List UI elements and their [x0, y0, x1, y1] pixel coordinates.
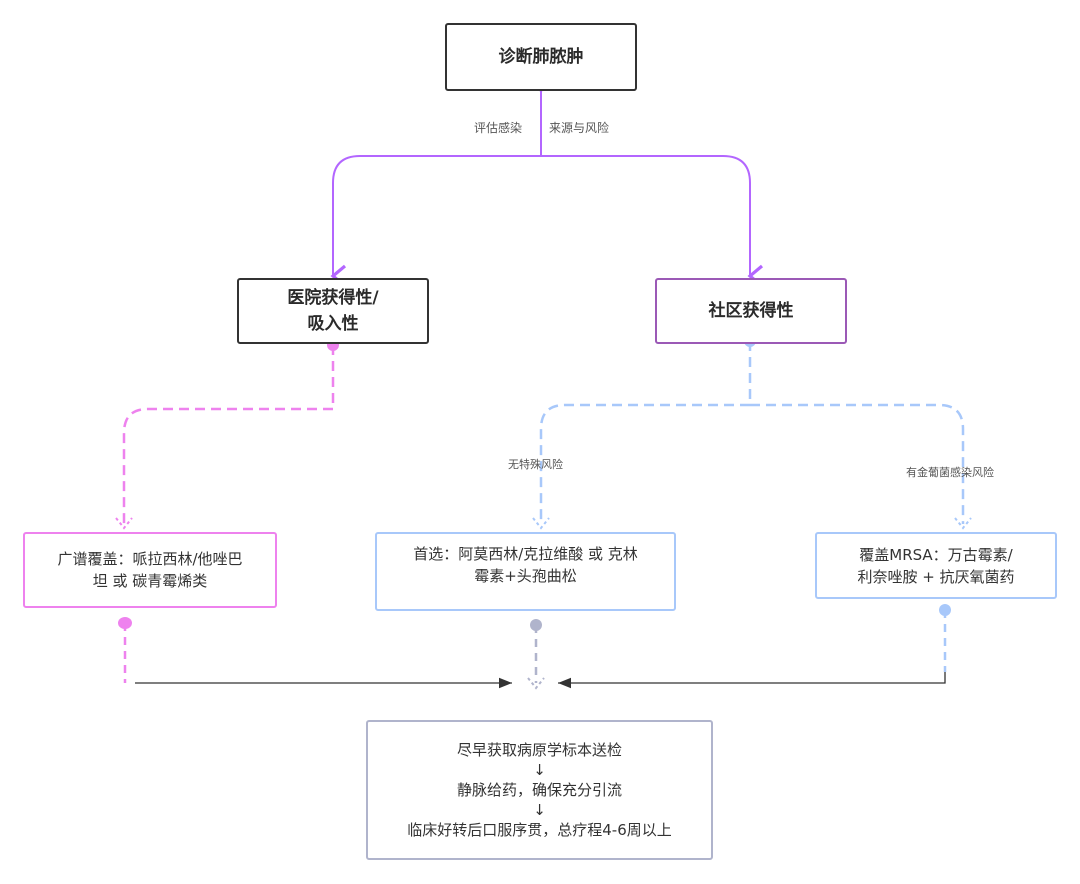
edge-label-staph-risk: 有金葡菌感染风险 — [906, 466, 994, 479]
node-label: 社区获得性 — [708, 301, 794, 321]
node-first-choice[interactable]: 首选：阿莫西林/克拉维酸 或 克林 霉素+头孢曲松 — [375, 532, 676, 611]
node-label-line: 坦 或 碳青霉烯类 — [92, 572, 208, 590]
node-label-line: 首选：阿莫西林/克拉维酸 或 克林 — [413, 544, 638, 563]
edge-label-no-special-risk: 无特殊风险 — [508, 458, 563, 471]
node-label-line: 吸入性 — [307, 314, 359, 334]
node-label-line: 利奈唑胺 + 抗厌氧菌药 — [857, 567, 1015, 586]
node-label-line: 霉素+头孢曲松 — [474, 566, 577, 585]
node-label-line: 广谱覆盖：哌拉西林/他唑巴 — [57, 550, 243, 568]
edge-hospital-to-broad — [115, 339, 339, 530]
node-hospital-acquired[interactable]: 医院获得性/ 吸入性 — [237, 278, 429, 344]
down-arrow-icon: ↓ — [533, 761, 546, 779]
edge-to-hospital — [330, 155, 541, 288]
edge-community-branches — [532, 335, 972, 530]
node-treatment-plan[interactable]: 尽早获取病原学标本送检 ↓ 静脉给药，确保充分引流 ↓ 临床好转后口服序贯，总疗… — [366, 720, 713, 860]
node-label-line: 覆盖MRSA：万古霉素/ — [859, 545, 1013, 564]
node-broad-coverage[interactable]: 广谱覆盖：哌拉西林/他唑巴 坦 或 碳青霉烯类 — [23, 532, 277, 608]
node-label-line: 医院获得性/ — [287, 288, 379, 308]
down-arrow-icon: ↓ — [533, 801, 546, 819]
edge-merge-to-treatment — [118, 604, 951, 690]
edge-label-assess-source-1: 评估感染 — [474, 121, 523, 135]
edge-label-assess-source-2: 来源与风险 — [549, 121, 610, 135]
node-label-line: 尽早获取病原学标本送检 — [456, 741, 622, 759]
node-label: 诊断肺脓肿 — [498, 47, 584, 67]
node-label-line: 静脉给药，确保充分引流 — [456, 781, 622, 799]
node-diagnose-lung-abscess[interactable]: 诊断肺脓肿 — [445, 23, 637, 91]
node-mrsa-coverage[interactable]: 覆盖MRSA：万古霉素/ 利奈唑胺 + 抗厌氧菌药 — [815, 532, 1057, 599]
node-label-line: 临床好转后口服序贯，总疗程4-6周以上 — [407, 821, 672, 839]
edge-root-to-branches — [330, 84, 764, 288]
edge-to-community — [541, 155, 764, 288]
node-community-acquired[interactable]: 社区获得性 — [655, 278, 847, 344]
